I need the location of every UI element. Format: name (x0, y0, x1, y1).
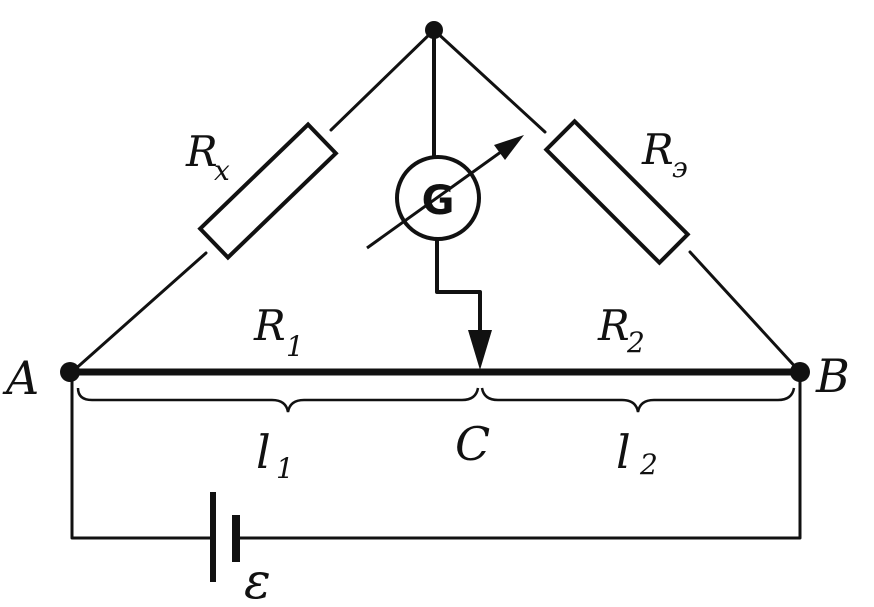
brace-l1 (76, 387, 480, 413)
label-l2: l (616, 425, 631, 479)
label-r1-sub: 1 (286, 330, 304, 363)
label-node-b: B (815, 349, 850, 403)
wire-re-b (688, 250, 802, 374)
label-r1: R (253, 301, 286, 350)
wire-top-re (432, 28, 547, 134)
label-emf: ε (244, 552, 271, 607)
galvanometer-arrow-head (494, 135, 524, 160)
label-node-a: A (2, 351, 39, 405)
resistor-rx (197, 121, 339, 261)
label-r2: R (597, 301, 630, 350)
label-resistor-re-sub: э (672, 151, 688, 184)
node-a (60, 362, 80, 382)
node-b (790, 362, 810, 382)
battery-loop-left (70, 370, 215, 540)
resistor-re (543, 118, 691, 266)
brace-l2 (480, 387, 796, 413)
wire-g-slider (435, 236, 482, 332)
label-l2-sub: 2 (639, 448, 658, 481)
galvanometer-arrow-shaft (366, 142, 513, 250)
galvanometer-label: G (422, 178, 455, 224)
label-r2-sub: 2 (626, 326, 645, 359)
label-l1: l (256, 425, 271, 479)
slider-arrow-head (468, 330, 492, 370)
label-resistor-rx-sub: x (214, 154, 230, 187)
node-top (425, 21, 443, 39)
label-resistor-re: R (641, 125, 674, 174)
label-node-c: C (455, 417, 490, 471)
wire-rx-top (329, 28, 436, 132)
battery-loop-right (234, 370, 802, 540)
wire-a-rx (70, 251, 208, 374)
label-resistor-rx: R (185, 127, 218, 176)
label-l1-sub: 1 (276, 452, 294, 485)
